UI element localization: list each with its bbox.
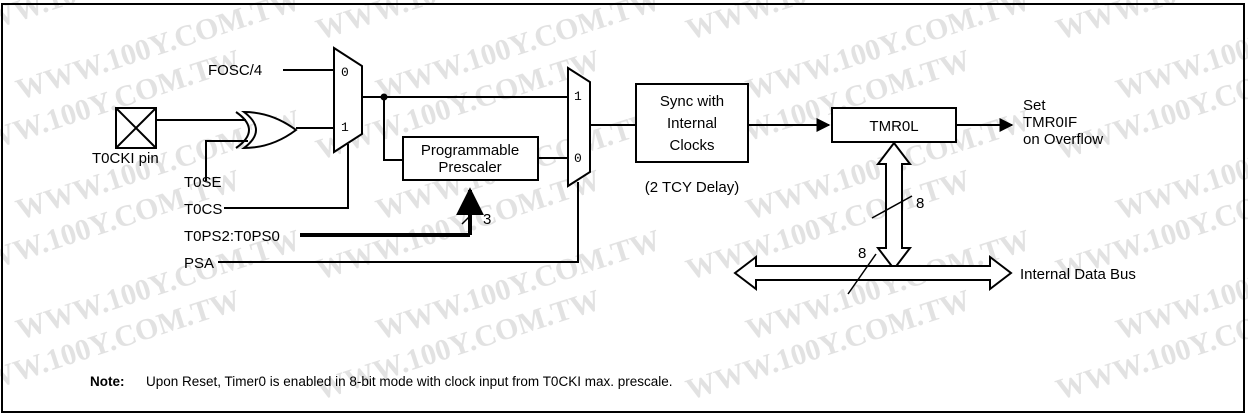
- mux1-to-prescaler-wire: [383, 97, 403, 161]
- internal-data-bus-label: Internal Data Bus: [1020, 266, 1136, 283]
- output-line2: TMR0IF: [1023, 114, 1077, 131]
- sync-label-line3: Clocks: [669, 137, 714, 154]
- sync-delay-label: (2 TCY Delay): [645, 179, 739, 196]
- sync-box: [635, 83, 749, 163]
- psa-wire: [218, 182, 579, 263]
- tmr0l-bus-slash: [871, 195, 913, 219]
- outer-frame: [1, 3, 1245, 413]
- mux-prescaler-select: [567, 66, 591, 188]
- t0cs-label: T0CS: [184, 201, 222, 218]
- sync-label-line2: Internal: [667, 115, 717, 132]
- t0cki-pin-label: T0CKI pin: [92, 150, 159, 167]
- mux2-input-0: 0: [574, 151, 582, 166]
- fosc-label: FOSC/4: [208, 62, 262, 79]
- note-label: Note:: [90, 374, 125, 389]
- sync-label-line1: Sync with: [660, 93, 724, 110]
- internal-data-bus-arrow: [733, 254, 1013, 292]
- tmr-bus-width: 8: [916, 195, 924, 212]
- t0cs-wire: [224, 144, 349, 209]
- psa-label: PSA: [184, 255, 214, 272]
- t0cki-pin-symbol: [115, 107, 157, 149]
- xor-gate: [235, 110, 298, 150]
- mux1-input-1: 1: [341, 120, 349, 135]
- output-line3: on Overflow: [1023, 131, 1103, 148]
- t0se-wire: [205, 140, 248, 181]
- prescaler-box: [402, 136, 539, 181]
- mux-clock-source: [333, 46, 363, 154]
- mux2-input-1: 1: [574, 89, 582, 104]
- prescaler-label-line1: Programmable: [421, 142, 519, 159]
- t0se-label: T0SE: [184, 174, 222, 191]
- data-bus-slash: [847, 253, 877, 295]
- data-bus-width: 8: [858, 245, 866, 262]
- prescaler-label-line2: Prescaler: [438, 159, 501, 176]
- t0ps-bus-slash: [461, 207, 479, 225]
- t0ps-label: T0PS2:T0PS0: [184, 228, 280, 245]
- tmr0l-label: TMR0L: [869, 118, 918, 135]
- prescaler-bus-width: 3: [483, 211, 491, 228]
- note-text: Upon Reset, Timer0 is enabled in 8-bit m…: [146, 374, 672, 389]
- mux1-input-0: 0: [341, 65, 349, 80]
- output-line1: Set: [1023, 97, 1046, 114]
